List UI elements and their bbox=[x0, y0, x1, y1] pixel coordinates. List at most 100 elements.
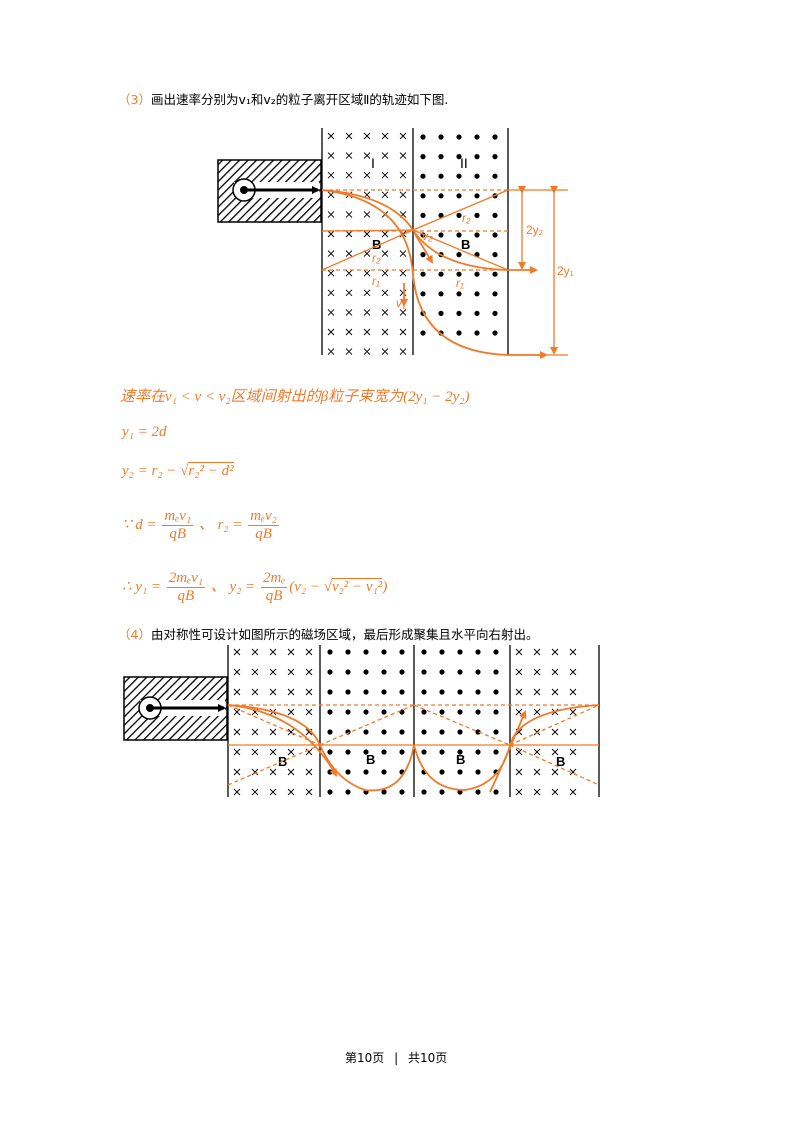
dot-mark bbox=[439, 709, 445, 715]
cross-mark bbox=[363, 171, 371, 179]
cross-mark bbox=[251, 788, 259, 796]
dot-mark bbox=[456, 193, 462, 199]
part4-heading: （4）由对称性可设计如图所示的磁场区域，最后形成聚集且水平向右射出。 bbox=[118, 624, 538, 643]
trajectory-diagram-1: I II B B r₂ r₂ r₁ r₁ v₁ v₂ 2y₂ 2y₁ bbox=[217, 128, 574, 359]
cross-mark bbox=[287, 708, 295, 716]
dot-mark bbox=[420, 252, 426, 258]
dot-mark bbox=[421, 749, 427, 755]
cross-mark bbox=[251, 768, 259, 776]
cross-mark bbox=[233, 648, 241, 656]
part3-text: 画出速率分别为v₁和v₂的粒子离开区域Ⅱ的轨迹如下图. bbox=[150, 92, 449, 107]
dot-mark bbox=[456, 310, 462, 316]
footer-total-pages: 共10页 bbox=[407, 1051, 448, 1065]
eq3-f1-num: mₑv₁ bbox=[162, 508, 194, 526]
eq4-f2-den: qB bbox=[265, 588, 283, 604]
cross-mark bbox=[399, 269, 407, 277]
dot-mark bbox=[345, 649, 351, 655]
dot-mark bbox=[439, 729, 445, 735]
particle-trajectories-2 bbox=[227, 704, 600, 793]
dot-mark bbox=[363, 669, 369, 675]
cross-mark bbox=[327, 230, 335, 238]
cross-mark bbox=[269, 668, 277, 676]
eq3-f1-den: qB bbox=[169, 526, 187, 542]
cross-mark bbox=[399, 171, 407, 179]
cross-mark bbox=[233, 788, 241, 796]
eq4-f1-den: qB bbox=[177, 588, 195, 604]
eq1-text: y₁ = 2d bbox=[122, 424, 167, 440]
dot-mark bbox=[438, 232, 444, 238]
dot-mark bbox=[420, 291, 426, 297]
cross-mark bbox=[327, 328, 335, 336]
cross-mark bbox=[327, 289, 335, 297]
dot-mark bbox=[327, 749, 333, 755]
dot-mark bbox=[439, 789, 445, 795]
cross-mark bbox=[363, 230, 371, 238]
cross-mark bbox=[287, 788, 295, 796]
cross-mark bbox=[551, 748, 559, 756]
dot-mark bbox=[345, 689, 351, 695]
cross-mark bbox=[269, 768, 277, 776]
dot-mark bbox=[439, 769, 445, 775]
dot-mark bbox=[456, 330, 462, 336]
cross-mark bbox=[381, 191, 389, 199]
dot-mark bbox=[474, 134, 480, 140]
field-label-zone2: B bbox=[366, 752, 375, 767]
cross-mark bbox=[327, 309, 335, 316]
dot-mark bbox=[475, 729, 481, 735]
orange-annotations: r₂ r₂ r₁ r₁ v₁ v₂ 2y₂ 2y₁ bbox=[372, 211, 574, 310]
dot-mark bbox=[456, 291, 462, 297]
cross-mark bbox=[305, 648, 313, 656]
cross-mark bbox=[569, 728, 577, 736]
label-r1-right: r₁ bbox=[456, 276, 464, 290]
dot-mark bbox=[474, 193, 480, 199]
cross-mark bbox=[363, 289, 371, 297]
dot-mark bbox=[439, 649, 445, 655]
field-boundaries bbox=[321, 128, 509, 355]
dot-mark bbox=[474, 232, 480, 238]
dot-mark bbox=[421, 669, 427, 675]
cross-mark bbox=[327, 269, 335, 277]
footer-page-number: 第10页 bbox=[345, 1051, 385, 1065]
dot-mark bbox=[421, 689, 427, 695]
dot-mark bbox=[363, 709, 369, 715]
cross-mark bbox=[381, 132, 389, 140]
cross-mark bbox=[515, 768, 523, 776]
label-r2-lower: r₂ bbox=[372, 251, 381, 265]
dot-mark bbox=[475, 689, 481, 695]
dot-mark bbox=[327, 669, 333, 675]
cross-mark bbox=[287, 668, 295, 676]
dot-mark bbox=[475, 749, 481, 755]
eq4-f2-num: 2mₑ bbox=[260, 570, 288, 588]
equation-y2: y₂ = r₂ − √r₂² − d² bbox=[122, 462, 234, 479]
dot-mark bbox=[457, 689, 463, 695]
cross-mark bbox=[345, 269, 353, 277]
dot-mark bbox=[399, 789, 405, 795]
field-into-page-marks-2 bbox=[233, 648, 577, 796]
dot-mark bbox=[399, 689, 405, 695]
dot-mark bbox=[327, 649, 333, 655]
dot-mark bbox=[456, 271, 462, 277]
dot-mark bbox=[492, 291, 498, 297]
dot-mark bbox=[474, 291, 480, 297]
cross-mark bbox=[533, 788, 541, 796]
cross-mark bbox=[345, 348, 353, 355]
dot-mark bbox=[492, 252, 498, 258]
dot-mark bbox=[420, 193, 426, 199]
dot-mark bbox=[474, 330, 480, 336]
cross-mark bbox=[515, 708, 523, 716]
cross-mark bbox=[569, 708, 577, 716]
dot-mark bbox=[493, 649, 499, 655]
cross-mark bbox=[233, 668, 241, 676]
dot-mark bbox=[493, 669, 499, 675]
region-labels: I II B B bbox=[371, 155, 470, 252]
dot-mark bbox=[492, 310, 498, 316]
dot-mark bbox=[421, 709, 427, 715]
dot-mark bbox=[399, 669, 405, 675]
cross-mark bbox=[327, 211, 335, 218]
region-label-2: II bbox=[460, 155, 468, 171]
dot-mark bbox=[457, 729, 463, 735]
dot-mark bbox=[420, 134, 426, 140]
dot-mark bbox=[363, 689, 369, 695]
dot-mark bbox=[345, 749, 351, 755]
cross-mark bbox=[287, 768, 295, 776]
